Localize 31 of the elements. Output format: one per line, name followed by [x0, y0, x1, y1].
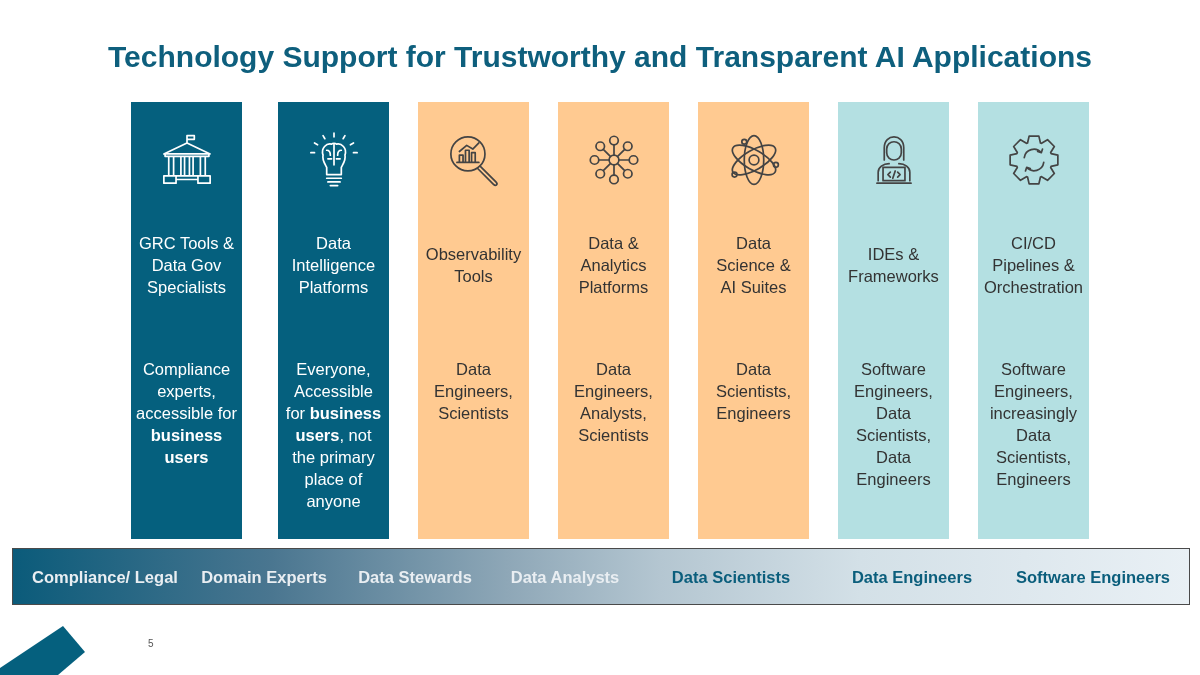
- column-heading: Data & Analytics Platforms: [577, 233, 650, 298]
- column-description: Compliance experts, accessible for business users: [136, 360, 237, 466]
- column-heading: Data Science & AI Suites: [715, 233, 792, 298]
- role-label: Compliance/ Legal: [32, 567, 178, 587]
- role-label: Software Engineers: [1016, 567, 1170, 587]
- column-heading: IDEs & Frameworks: [847, 244, 940, 287]
- column-heading: Observability Tools: [424, 244, 523, 287]
- category-column: [418, 102, 529, 539]
- column-description: Data Engineers, Scientists: [434, 360, 513, 422]
- column-heading: CI/CD Pipelines & Orchestration: [982, 233, 1084, 298]
- role-label: Data Scientists: [671, 567, 791, 587]
- category-column: [278, 102, 389, 539]
- column-description: Data Scientists, Engineers: [715, 360, 792, 422]
- category-column: [698, 102, 809, 539]
- page-number: 5: [148, 638, 154, 649]
- role-band: [12, 548, 1190, 605]
- column-description: Data Engineers, Analysts, Scientists: [574, 360, 653, 444]
- category-column: [978, 102, 1089, 539]
- slide-title: Technology Support for Trustworthy and Transparent AI Applications: [108, 40, 1092, 74]
- role-label: Data Stewards: [358, 567, 472, 587]
- column-heading: GRC Tools & Data Gov Specialists: [137, 233, 236, 298]
- role-label: Data Analysts: [510, 567, 620, 587]
- category-column: [838, 102, 949, 539]
- column-description: Software Engineers, increasingly Data Scientists, Engineers: [989, 360, 1078, 488]
- category-column: [131, 102, 242, 539]
- column-description: Software Engineers, Data Scientists, Data Engineers: [854, 360, 933, 488]
- column-heading: Data Intelligence Platforms: [290, 233, 377, 298]
- role-label: Domain Experts: [201, 567, 327, 587]
- column-description: Everyone, Accessible for business users, not the primary place of anyone: [285, 360, 382, 510]
- category-column: [558, 102, 669, 539]
- role-label: Data Engineers: [851, 567, 973, 587]
